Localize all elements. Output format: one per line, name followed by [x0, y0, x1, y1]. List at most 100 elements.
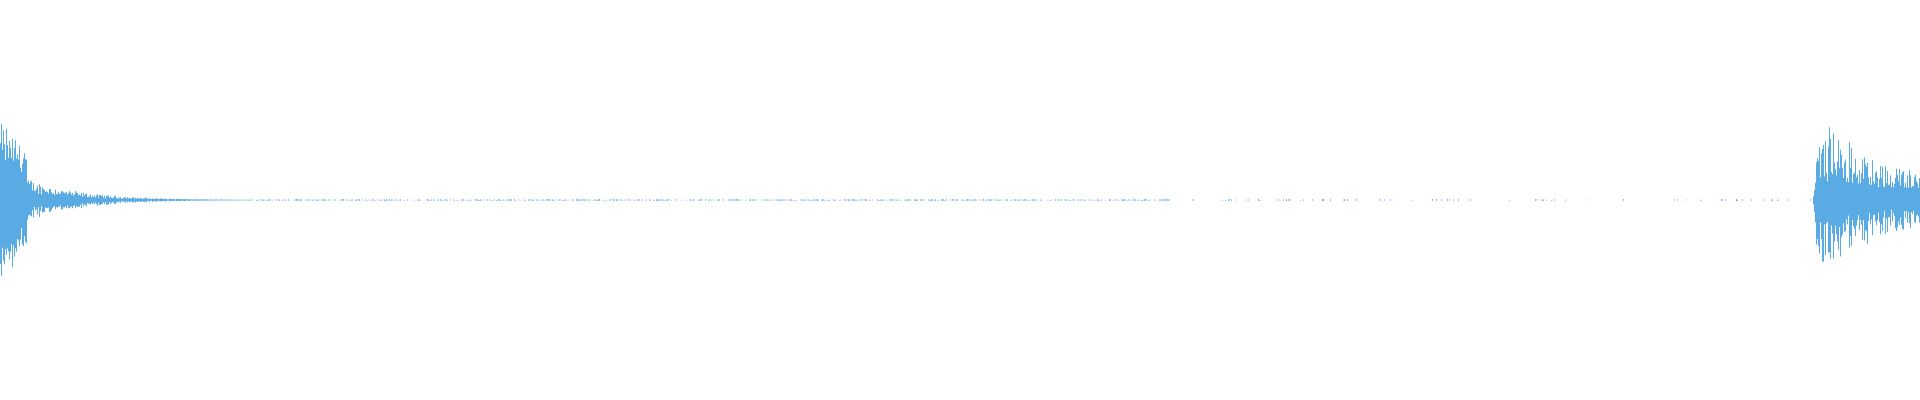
- waveform-sample: [1848, 182, 1849, 216]
- waveform-sample: [146, 197, 147, 203]
- waveform-sample: [1091, 199, 1092, 201]
- waveform-sample: [1887, 170, 1888, 232]
- waveform-sample: [128, 198, 129, 202]
- waveform-sample: [31, 180, 32, 217]
- waveform-sample: [872, 199, 873, 201]
- waveform-sample: [52, 193, 53, 208]
- waveform-sample: [1105, 199, 1106, 201]
- waveform-sample: [1839, 167, 1840, 228]
- waveform-sample: [13, 160, 14, 246]
- waveform-sample: [475, 199, 476, 201]
- waveform-sample: [546, 199, 547, 201]
- waveform-sample: [638, 199, 639, 201]
- waveform-sample: [782, 199, 783, 201]
- waveform-sample: [1458, 199, 1459, 201]
- waveform-sample: [772, 199, 773, 201]
- waveform-sample: [193, 199, 194, 201]
- waveform-sample: [581, 199, 582, 201]
- waveform-sample: [995, 199, 996, 201]
- waveform-sample: [982, 199, 983, 201]
- waveform-sample: [654, 199, 655, 201]
- waveform-sample: [295, 199, 296, 201]
- waveform-sample: [1193, 199, 1194, 201]
- waveform-sample: [1830, 138, 1831, 259]
- waveform-sample: [1148, 200, 1149, 201]
- waveform-sample: [61, 191, 62, 210]
- waveform-sample: [1098, 199, 1099, 201]
- waveform-sample: [110, 196, 111, 204]
- waveform-sample: [1897, 175, 1898, 228]
- waveform-sample: [404, 200, 405, 201]
- waveform-sample: [921, 199, 922, 201]
- waveform-sample: [1821, 153, 1822, 240]
- waveform-sample: [702, 199, 703, 201]
- waveform-sample: [898, 199, 899, 201]
- waveform-sample: [225, 199, 226, 201]
- waveform-sample: [178, 198, 179, 201]
- waveform-sample: [576, 199, 577, 201]
- waveform-sample: [713, 199, 714, 201]
- waveform-sample: [584, 199, 585, 201]
- waveform-sample: [55, 189, 56, 210]
- waveform-sample: [1082, 199, 1083, 201]
- waveform-sample: [821, 199, 822, 201]
- waveform-sample: [833, 199, 834, 201]
- waveform-sample: [1509, 200, 1510, 201]
- waveform-sample: [767, 199, 768, 201]
- waveform-sample: [891, 199, 892, 201]
- waveform-sample: [828, 199, 829, 201]
- waveform-sample: [1815, 182, 1816, 223]
- waveform-sample: [1384, 199, 1385, 201]
- waveform-sample: [752, 199, 753, 201]
- waveform-sample: [467, 199, 468, 201]
- waveform-sample: [839, 199, 840, 201]
- waveform-sample: [168, 199, 169, 201]
- waveform-sample: [14, 147, 15, 257]
- waveform-sample: [924, 199, 925, 201]
- waveform-sample: [381, 199, 382, 201]
- waveform-sample: [394, 199, 395, 201]
- waveform-sample: [1623, 199, 1624, 201]
- waveform-sample: [352, 199, 353, 201]
- waveform-sample: [90, 194, 91, 205]
- waveform-sample: [297, 199, 298, 201]
- waveform-sample: [922, 199, 923, 201]
- waveform-sample: [134, 198, 135, 202]
- waveform-sample: [84, 195, 85, 205]
- waveform-sample: [690, 199, 691, 201]
- waveform-sample: [103, 197, 104, 203]
- waveform-sample: [1859, 169, 1860, 231]
- waveform-sample: [953, 199, 954, 201]
- waveform-sample: [515, 199, 516, 201]
- waveform-sample: [1020, 199, 1021, 201]
- waveform-sample: [749, 199, 750, 201]
- waveform-sample: [897, 199, 898, 201]
- waveform-sample: [790, 199, 791, 201]
- waveform-sample: [634, 199, 635, 201]
- waveform-sample: [1019, 199, 1020, 201]
- waveform-sample: [1826, 172, 1827, 224]
- waveform-sample: [362, 199, 363, 201]
- waveform-sample: [653, 199, 654, 201]
- waveform-sample: [540, 199, 541, 201]
- waveform-sample: [880, 199, 881, 201]
- waveform-sample: [1822, 148, 1823, 262]
- waveform-sample: [1870, 176, 1871, 225]
- waveform-sample: [150, 198, 151, 201]
- waveform-sample: [849, 199, 850, 201]
- waveform-sample: [1895, 177, 1896, 229]
- waveform-sample: [844, 199, 845, 201]
- waveform-sample: [1060, 199, 1061, 201]
- waveform-sample: [99, 195, 100, 205]
- waveform-sample: [1029, 199, 1030, 201]
- waveform-sample: [614, 199, 615, 201]
- waveform-sample: [221, 199, 222, 201]
- waveform-sample: [116, 197, 117, 203]
- waveform-sample: [141, 198, 142, 202]
- waveform-sample: [338, 199, 339, 201]
- waveform-sample: [317, 200, 318, 201]
- waveform-sample: [266, 199, 267, 201]
- waveform-sample: [1884, 187, 1885, 212]
